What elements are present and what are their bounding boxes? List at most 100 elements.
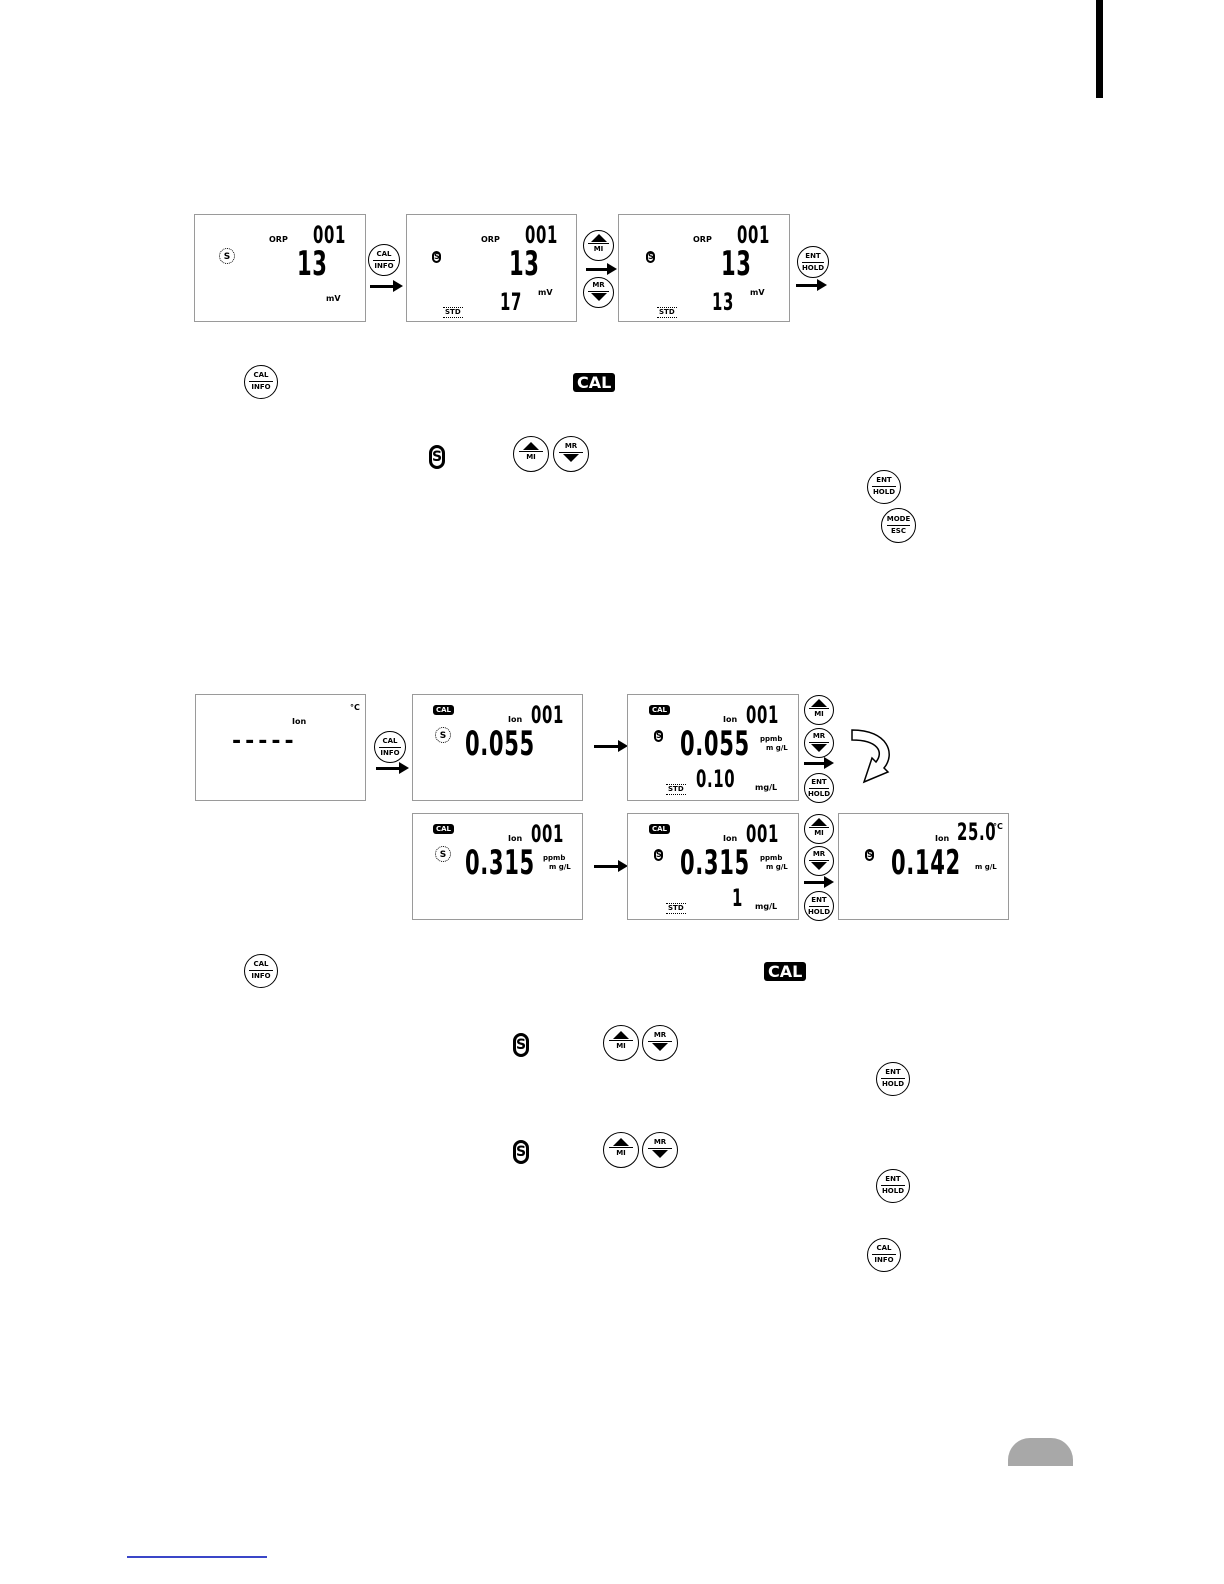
key-bottom-label: INFO bbox=[374, 262, 394, 270]
key-label: MI bbox=[616, 1042, 626, 1050]
page-number-tab bbox=[1008, 1438, 1073, 1466]
std-indicator: STD bbox=[666, 784, 686, 795]
mi-button[interactable]: MI bbox=[603, 1132, 639, 1168]
key-top-label: ENT bbox=[885, 1175, 901, 1183]
mode-esc-button[interactable]: MODE ESC bbox=[881, 508, 916, 543]
main-reading: 13 bbox=[297, 244, 328, 284]
lcd-orp-panel-3: S ORP 001 13 13 mV STD bbox=[618, 214, 790, 322]
mr-button[interactable]: MR bbox=[553, 436, 589, 472]
ent-hold-button[interactable]: ENT HOLD bbox=[804, 891, 834, 921]
mode-label: Ion bbox=[723, 715, 738, 724]
key-top-label: CAL bbox=[376, 250, 392, 258]
key-top-label: CAL bbox=[253, 960, 269, 968]
mr-button[interactable]: MR bbox=[642, 1025, 678, 1061]
mi-button[interactable]: MI bbox=[513, 436, 549, 472]
cal-info-button[interactable]: CAL INFO bbox=[244, 365, 278, 399]
cal-info-button[interactable]: CAL INFO bbox=[368, 244, 400, 276]
main-reading: 0.055 bbox=[680, 724, 750, 764]
key-bottom-label: HOLD bbox=[801, 264, 825, 272]
key-bottom-label: INFO bbox=[874, 1256, 894, 1264]
ent-hold-button[interactable]: ENT HOLD bbox=[804, 773, 834, 803]
cal-badge-icon: CAL bbox=[764, 962, 807, 981]
mr-button[interactable]: MR bbox=[804, 846, 834, 876]
index-readout: 001 bbox=[746, 701, 779, 729]
key-bottom-label: INFO bbox=[251, 383, 271, 391]
key-label: MR bbox=[653, 1138, 667, 1146]
s-icon: S bbox=[513, 1140, 529, 1164]
cal-info-button[interactable]: CAL INFO bbox=[867, 1238, 901, 1272]
index-readout: 001 bbox=[737, 221, 770, 249]
ent-hold-button[interactable]: ENT HOLD bbox=[867, 470, 901, 504]
key-bottom-label: HOLD bbox=[881, 1187, 905, 1195]
main-reading: ----- bbox=[232, 729, 298, 754]
temp-unit: °C bbox=[993, 822, 1003, 831]
mr-button[interactable]: MR bbox=[804, 728, 834, 758]
cal-info-button[interactable]: CAL INFO bbox=[374, 731, 406, 763]
standard-reading: 0.10 bbox=[696, 765, 736, 793]
cal-badge-icon: CAL bbox=[573, 373, 616, 392]
cal-badge-icon: CAL bbox=[649, 705, 671, 715]
flow-arrow bbox=[594, 740, 628, 752]
ent-hold-button[interactable]: ENT HOLD bbox=[876, 1062, 910, 1096]
lcd-ion-panel-1: Ion °C ----- bbox=[195, 694, 366, 801]
mode-label: Ion bbox=[935, 834, 950, 843]
key-top-label: CAL bbox=[253, 371, 269, 379]
cal-badge-icon: CAL bbox=[649, 824, 671, 834]
key-label: MR bbox=[564, 442, 578, 450]
mi-button[interactable]: MI bbox=[804, 814, 834, 844]
standard-reading: 13 bbox=[712, 288, 734, 316]
s-icon: S bbox=[432, 251, 441, 263]
mode-label: ORP bbox=[481, 235, 500, 244]
key-top-label: ENT bbox=[811, 778, 827, 786]
unit-bottom-label: m g/L bbox=[766, 744, 788, 752]
ent-hold-button[interactable]: ENT HOLD bbox=[876, 1169, 910, 1203]
key-bottom-label: HOLD bbox=[881, 1080, 905, 1088]
mi-button[interactable]: MI bbox=[583, 230, 614, 261]
unit-bottom-label: m g/L bbox=[766, 863, 788, 871]
unit-label: mV bbox=[750, 288, 765, 297]
flow-arrow bbox=[376, 762, 409, 774]
key-label: MR bbox=[812, 732, 826, 740]
key-top-label: ENT bbox=[885, 1068, 901, 1076]
ent-hold-button[interactable]: ENT HOLD bbox=[797, 246, 829, 278]
lcd-orp-panel-2: S ORP 001 13 17 mV STD bbox=[406, 214, 577, 322]
mode-label: ORP bbox=[269, 235, 288, 244]
unit-label: mV bbox=[538, 288, 553, 297]
index-readout: 001 bbox=[531, 820, 564, 848]
key-bottom-label: HOLD bbox=[872, 488, 896, 496]
mi-button[interactable]: MI bbox=[603, 1025, 639, 1061]
mr-button[interactable]: MR bbox=[583, 277, 614, 308]
lcd-ion-panel-4: CAL S Ion 001 0.315 ppmb m g/L bbox=[412, 813, 583, 920]
cal-badge-icon: CAL bbox=[433, 824, 455, 834]
main-reading: 13 bbox=[509, 244, 540, 284]
flow-arrow bbox=[796, 279, 827, 291]
standard-reading: 1 bbox=[732, 884, 743, 912]
index-readout: 001 bbox=[746, 820, 779, 848]
standard-reading: 17 bbox=[500, 288, 522, 316]
key-bottom-label: HOLD bbox=[807, 908, 831, 916]
key-top-label: ENT bbox=[805, 252, 821, 260]
key-label: MI bbox=[616, 1149, 626, 1157]
index-readout: 001 bbox=[531, 701, 564, 729]
mr-button[interactable]: MR bbox=[642, 1132, 678, 1168]
flow-arrow bbox=[594, 860, 628, 872]
unit-bottom-label: m g/L bbox=[975, 863, 997, 871]
lcd-ion-panel-2: CAL S Ion 001 0.055 bbox=[412, 694, 583, 801]
key-label: MR bbox=[653, 1031, 667, 1039]
mode-label: Ion bbox=[508, 834, 523, 843]
mi-button[interactable]: MI bbox=[804, 695, 834, 725]
temperature-readout: 25.0 bbox=[957, 818, 997, 846]
mode-label: Ion bbox=[292, 717, 307, 726]
temp-unit: °C bbox=[350, 703, 360, 712]
flow-arrow bbox=[370, 280, 403, 292]
std-indicator: STD bbox=[657, 307, 677, 318]
main-reading: 0.142 bbox=[891, 843, 961, 883]
mode-label: ORP bbox=[693, 235, 712, 244]
top-edge-bar bbox=[1096, 0, 1103, 98]
std-indicator: STD bbox=[443, 307, 463, 318]
cal-info-button[interactable]: CAL INFO bbox=[244, 954, 278, 988]
sun-icon: S bbox=[219, 248, 235, 264]
lcd-ion-panel-6: S Ion 25.0 °C 0.142 m g/L bbox=[838, 813, 1009, 920]
mode-label: Ion bbox=[508, 715, 523, 724]
curved-return-arrow bbox=[851, 729, 890, 784]
